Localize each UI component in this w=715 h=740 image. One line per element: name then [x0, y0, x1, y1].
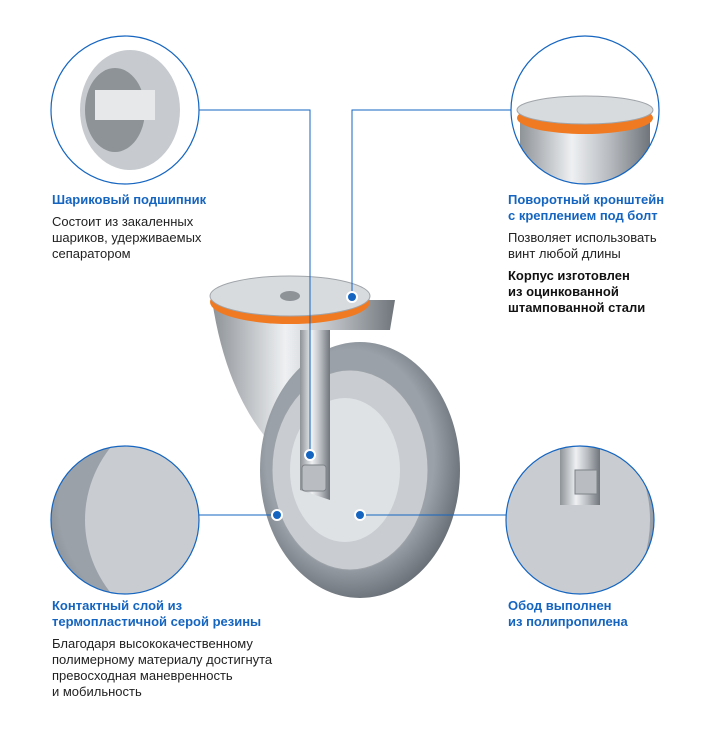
desc-line: сепаратором — [52, 246, 131, 261]
callout-rim: Обод выполнен из полипропилена — [508, 598, 628, 636]
desc-line: Благодаря высококачественному — [52, 636, 253, 651]
callout-bold-note: Корпус изготовлен из оцинкованной штампо… — [508, 268, 664, 316]
desc-line: и мобильность — [52, 684, 142, 699]
callout-tread: Контактный слой из термопластичной серой… — [52, 598, 272, 700]
callout-title: Обод выполнен из полипропилена — [508, 598, 628, 630]
callout-title: Поворотный кронштейн с креплением под бо… — [508, 192, 664, 224]
desc-line: шариков, удерживаемых — [52, 230, 202, 245]
desc-line: Позволяет использовать — [508, 230, 657, 245]
marker-dots — [271, 291, 366, 521]
caster-wheel — [209, 275, 460, 598]
callout-bearing: Шариковый подшипник Состоит из закаленны… — [52, 192, 206, 262]
leader-lines — [199, 109, 511, 516]
callout-swivel: Поворотный кронштейн с креплением под бо… — [508, 192, 664, 316]
note-line: из оцинкованной — [508, 284, 619, 299]
title-line: из полипропилена — [508, 614, 628, 629]
axle-bolt — [301, 464, 327, 492]
title-line: Обод выполнен — [508, 598, 612, 613]
desc-line: Состоит из закаленных — [52, 214, 194, 229]
bracket-zoom-circle — [510, 35, 660, 185]
tread-zoom-circle — [50, 445, 200, 595]
bearing-zoom-circle — [50, 35, 200, 185]
title-line: Контактный слой из — [52, 598, 183, 613]
callout-desc: Позволяет использовать винт любой длины — [508, 230, 664, 262]
callout-title: Шариковый подшипник — [52, 192, 206, 208]
desc-line: полимерному материалу достигнута — [52, 652, 273, 667]
title-line: Поворотный кронштейн — [508, 192, 665, 207]
note-line: штампованной стали — [508, 300, 646, 315]
callout-desc: Состоит из закаленных шариков, удерживае… — [52, 214, 206, 262]
title-line: термопластичной серой резины — [52, 614, 262, 629]
desc-line: превосходная маневренность — [52, 668, 233, 683]
desc-line: винт любой длины — [508, 246, 621, 261]
callout-desc: Благодаря высококачественному полимерном… — [52, 636, 272, 700]
title-line: с креплением под болт — [508, 208, 658, 223]
callout-title: Контактный слой из термопластичной серой… — [52, 598, 272, 630]
note-line: Корпус изготовлен — [508, 268, 630, 283]
title-line: Шариковый подшипник — [52, 192, 207, 207]
